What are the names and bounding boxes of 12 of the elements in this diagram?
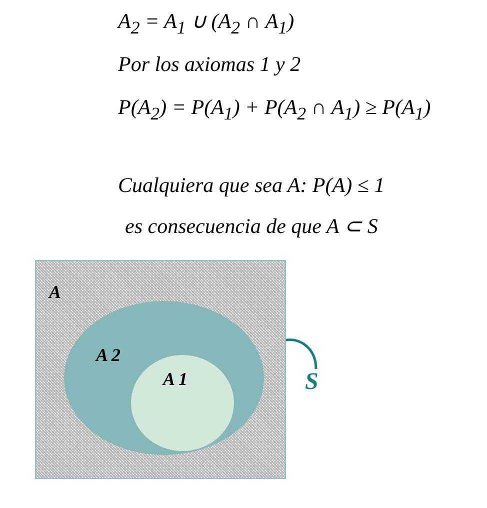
ellipse-region [64, 301, 264, 455]
set-label: A 1 [163, 369, 188, 389]
leader-line [286, 338, 318, 370]
note-text: Por los axiomas 1 y 2 [118, 51, 301, 77]
sample-space-rectangle [35, 260, 286, 479]
statement-text: Cualquiera que sea A: P(A) ≤ 1 [118, 172, 385, 198]
set-label: A [49, 282, 62, 302]
set-label: A 2 [96, 345, 121, 365]
set-label: S [305, 369, 318, 395]
equation-text: P(A$_{2}$) = P(A$_{1}$) + P(A$_{2}$ ∩ A$_{1}$) ≥ P(A$_{1}$) [118, 94, 431, 120]
equation-text: A$_{2}$ = A$_{1}$ ∪ (A$_{2}$ ∩ A$_{1}$) [118, 8, 294, 34]
statement-text: es consecuencia de que A ⊂ S [125, 213, 378, 239]
